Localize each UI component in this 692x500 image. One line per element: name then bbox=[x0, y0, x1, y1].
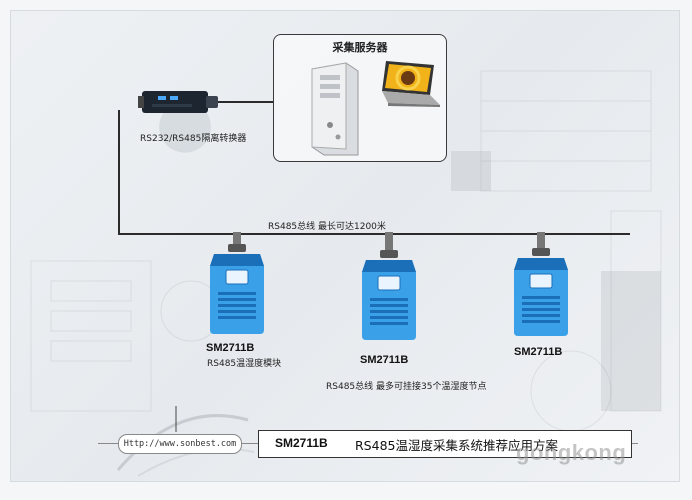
sensor-module-1 bbox=[210, 232, 264, 334]
sensor-module-2 bbox=[362, 232, 416, 340]
website-url[interactable]: Http://www.sonbest.com bbox=[118, 434, 242, 454]
converter-label: RS232/RS485隔离转换器 bbox=[140, 134, 247, 144]
sensor-module-3 bbox=[514, 232, 568, 336]
bus-label: RS485总线 最长可达1200米 bbox=[268, 222, 386, 232]
background-circuit-pattern bbox=[30, 70, 662, 432]
converter-to-server-line bbox=[214, 101, 274, 103]
sensor-2-model: SM2711B bbox=[360, 354, 409, 366]
footer-title-bar: SM2711B RS485温湿度采集系统推荐应用方案 bbox=[258, 430, 632, 458]
server-tower bbox=[311, 62, 359, 156]
sensor-3-model: SM2711B bbox=[514, 346, 563, 358]
bus-note: RS485总线 最多可挂接35个温湿度节点 bbox=[326, 382, 487, 392]
server-box: 采集服务器 bbox=[273, 34, 447, 162]
sensor-1-model: SM2711B bbox=[206, 342, 255, 354]
laptop bbox=[382, 61, 440, 107]
bus-vertical-line bbox=[118, 110, 120, 234]
converter-device bbox=[138, 91, 218, 113]
rs485-bus-line bbox=[118, 233, 630, 235]
sensor-1-desc: RS485温湿度模块 bbox=[207, 359, 282, 369]
footer-title-model: SM2711B bbox=[275, 436, 328, 450]
footer-title-text: RS485温湿度采集系统推荐应用方案 bbox=[355, 438, 558, 453]
gongkong-watermark: gongkong bbox=[516, 440, 627, 465]
server-box-title: 采集服务器 bbox=[332, 41, 388, 54]
